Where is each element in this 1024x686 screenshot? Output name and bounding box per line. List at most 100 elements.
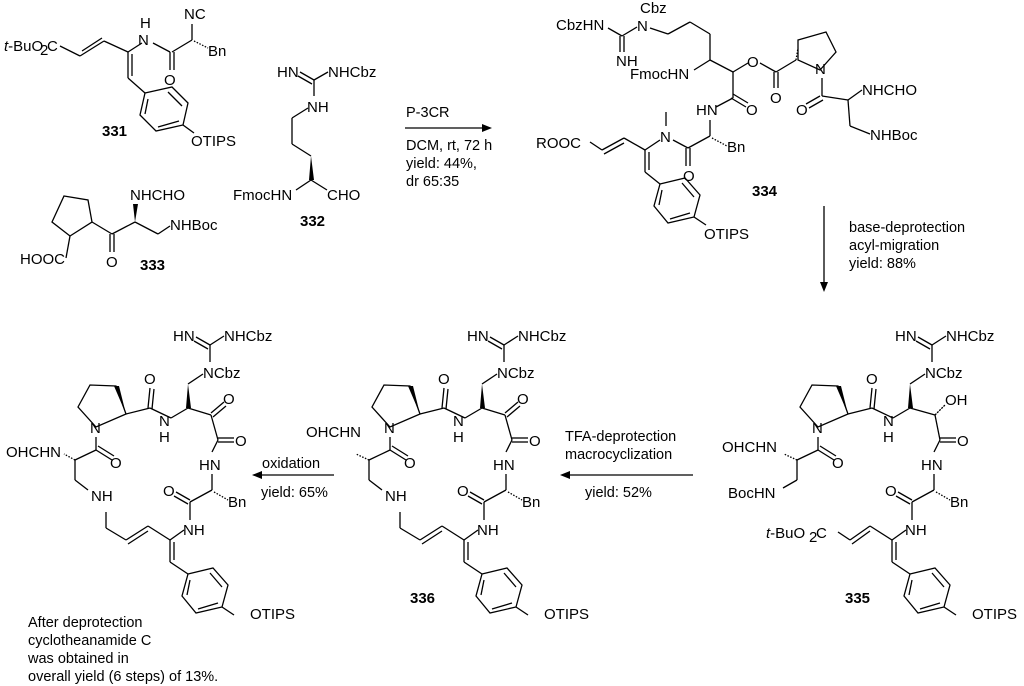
condition-line-2: yield: 44%, bbox=[406, 156, 477, 172]
amide-h: H bbox=[453, 429, 464, 446]
condition-line-1: TFA-deprotection bbox=[565, 429, 676, 445]
pro-amide-o: O bbox=[832, 455, 844, 472]
amine-nh: NH bbox=[91, 488, 113, 505]
nh-group: NH bbox=[905, 522, 927, 539]
reagent-label: P-3CR bbox=[406, 105, 450, 121]
compound-334: Cbz CbzHN N NH FmocHN O O O HN Bn O bbox=[536, 0, 918, 243]
note-line-4: overall yield (6 steps) of 13%. bbox=[28, 669, 218, 685]
condition-line-3: yield: 88% bbox=[849, 256, 916, 272]
hn-group: HN bbox=[277, 64, 299, 81]
proline-n: N bbox=[815, 61, 826, 78]
pro-carbonyl-o: O bbox=[866, 371, 878, 388]
amide2-o: O bbox=[683, 168, 695, 185]
ohchn-group: OHCHN bbox=[306, 424, 361, 441]
hn-group: HN bbox=[696, 102, 718, 119]
compound-333: HOOC O NHCHO NHBoc 333 bbox=[20, 187, 218, 274]
ester-subscript: 2 bbox=[809, 529, 817, 546]
proline-n: N bbox=[384, 420, 395, 437]
ester-subscript: 2 bbox=[40, 42, 48, 59]
nh-group: NH bbox=[616, 53, 638, 70]
proline-carbonyl-o: O bbox=[796, 102, 808, 119]
amide-h: H bbox=[159, 429, 170, 446]
fmochn-group: FmocHN bbox=[233, 187, 292, 204]
ohchn-group: OHCHN bbox=[6, 444, 61, 461]
compound-336: HN NHCbz NCbz N H O O HN Bn O NH bbox=[306, 328, 589, 623]
bn-group: Bn bbox=[950, 494, 968, 511]
nhcho-group: NHCHO bbox=[862, 82, 917, 99]
n-methyl-n: N bbox=[660, 129, 671, 146]
bn-group: Bn bbox=[228, 494, 246, 511]
fmochn-group: FmocHN bbox=[630, 66, 689, 83]
nhcbz-group: NHCbz bbox=[328, 64, 376, 81]
condition-line-2: acyl-migration bbox=[849, 238, 939, 254]
amide-n: N bbox=[138, 32, 149, 49]
amide-o: O bbox=[235, 433, 247, 450]
otips-group: OTIPS bbox=[704, 226, 749, 243]
compound-332: HN NHCbz NH FmocHN CHO 332 bbox=[233, 64, 376, 230]
amide-h: H bbox=[883, 429, 894, 446]
ester-o: O bbox=[747, 54, 759, 71]
hooc-group: HOOC bbox=[20, 251, 65, 268]
compound-label: 335 bbox=[845, 590, 870, 607]
amide2-o: O bbox=[885, 483, 897, 500]
condition-line-2: yield: 65% bbox=[261, 485, 328, 501]
compound-label: 334 bbox=[752, 183, 778, 200]
ncbz-group: NCbz bbox=[497, 365, 535, 382]
carbonyl-o: O bbox=[164, 72, 176, 89]
cho-group: CHO bbox=[327, 187, 360, 204]
ketone-o: O bbox=[106, 254, 118, 271]
nhcbz-group: NHCbz bbox=[946, 328, 994, 345]
amide2-o: O bbox=[457, 483, 469, 500]
nhcbz-group: NHCbz bbox=[518, 328, 566, 345]
bn-group: Bn bbox=[522, 494, 540, 511]
amide-n: N bbox=[883, 413, 894, 430]
compound-label: 333 bbox=[140, 257, 165, 274]
otips-group: OTIPS bbox=[191, 133, 236, 150]
hn-group: HN bbox=[467, 328, 489, 345]
rooc-group: ROOC bbox=[536, 135, 581, 152]
ncbz-group: NCbz bbox=[925, 365, 963, 382]
compound-335: HN NHCbz NCbz N H OH O HN Bn O NH t- bbox=[722, 328, 1017, 623]
condition-line-1: DCM, rt, 72 h bbox=[406, 138, 492, 154]
ketone-o: O bbox=[223, 391, 235, 408]
hn-amide: HN bbox=[199, 457, 221, 474]
ester-carbon: C bbox=[47, 38, 58, 55]
amide-o: O bbox=[746, 102, 758, 119]
compound-label: 336 bbox=[410, 590, 435, 607]
compound-331: t-BuO 2 C H N O NC Bn OTIPS 331 bbox=[4, 6, 236, 150]
nhcho-group: NHCHO bbox=[130, 187, 185, 204]
summary-note: After deprotection cyclotheanamide C was… bbox=[27, 615, 218, 685]
isocyanide: NC bbox=[184, 6, 206, 23]
amide-o: O bbox=[529, 433, 541, 450]
reaction-arrow-step1: P-3CR DCM, rt, 72 h yield: 44%, dr 65:35 bbox=[405, 105, 492, 190]
condition-line-1: oxidation bbox=[262, 456, 320, 472]
ester-group: t-BuO bbox=[766, 525, 805, 542]
t-prefix: t bbox=[4, 38, 9, 55]
otips-group: OTIPS bbox=[544, 606, 589, 623]
compound-label: 331 bbox=[102, 123, 127, 140]
nh-group: NH bbox=[307, 99, 329, 116]
nh-group: NH bbox=[183, 522, 205, 539]
nhcbz-group: NHCbz bbox=[224, 328, 272, 345]
note-line-2: cyclotheanamide C bbox=[28, 633, 151, 649]
cbzhn-group: CbzHN bbox=[556, 17, 604, 34]
condition-line-3: dr 65:35 bbox=[406, 174, 459, 190]
condition-line-2: macrocyclization bbox=[565, 447, 672, 463]
amine-nh: NH bbox=[385, 488, 407, 505]
cbz-top: Cbz bbox=[640, 0, 667, 17]
hn-group: HN bbox=[173, 328, 195, 345]
note-line-1: After deprotection bbox=[28, 615, 142, 631]
reaction-arrow-step2: base-deprotection acyl-migration yield: … bbox=[820, 206, 965, 292]
hn-amide: HN bbox=[921, 457, 943, 474]
svg-text:t-BuO: t-BuO bbox=[4, 38, 43, 55]
bn-group: Bn bbox=[727, 139, 745, 156]
nh-group: NH bbox=[477, 522, 499, 539]
reaction-arrow-step3: TFA-deprotection macrocyclization yield:… bbox=[560, 429, 693, 501]
compound-final-macrocycle: HN NHCbz NCbz N H O O HN Bn O NH bbox=[6, 328, 295, 623]
note-line-3: was obtained in bbox=[27, 651, 129, 667]
guanidine-n: N bbox=[637, 18, 648, 35]
reaction-arrow-step4: oxidation yield: 65% bbox=[252, 456, 334, 501]
pro-carbonyl-o: O bbox=[438, 371, 450, 388]
otips-group: OTIPS bbox=[972, 606, 1017, 623]
